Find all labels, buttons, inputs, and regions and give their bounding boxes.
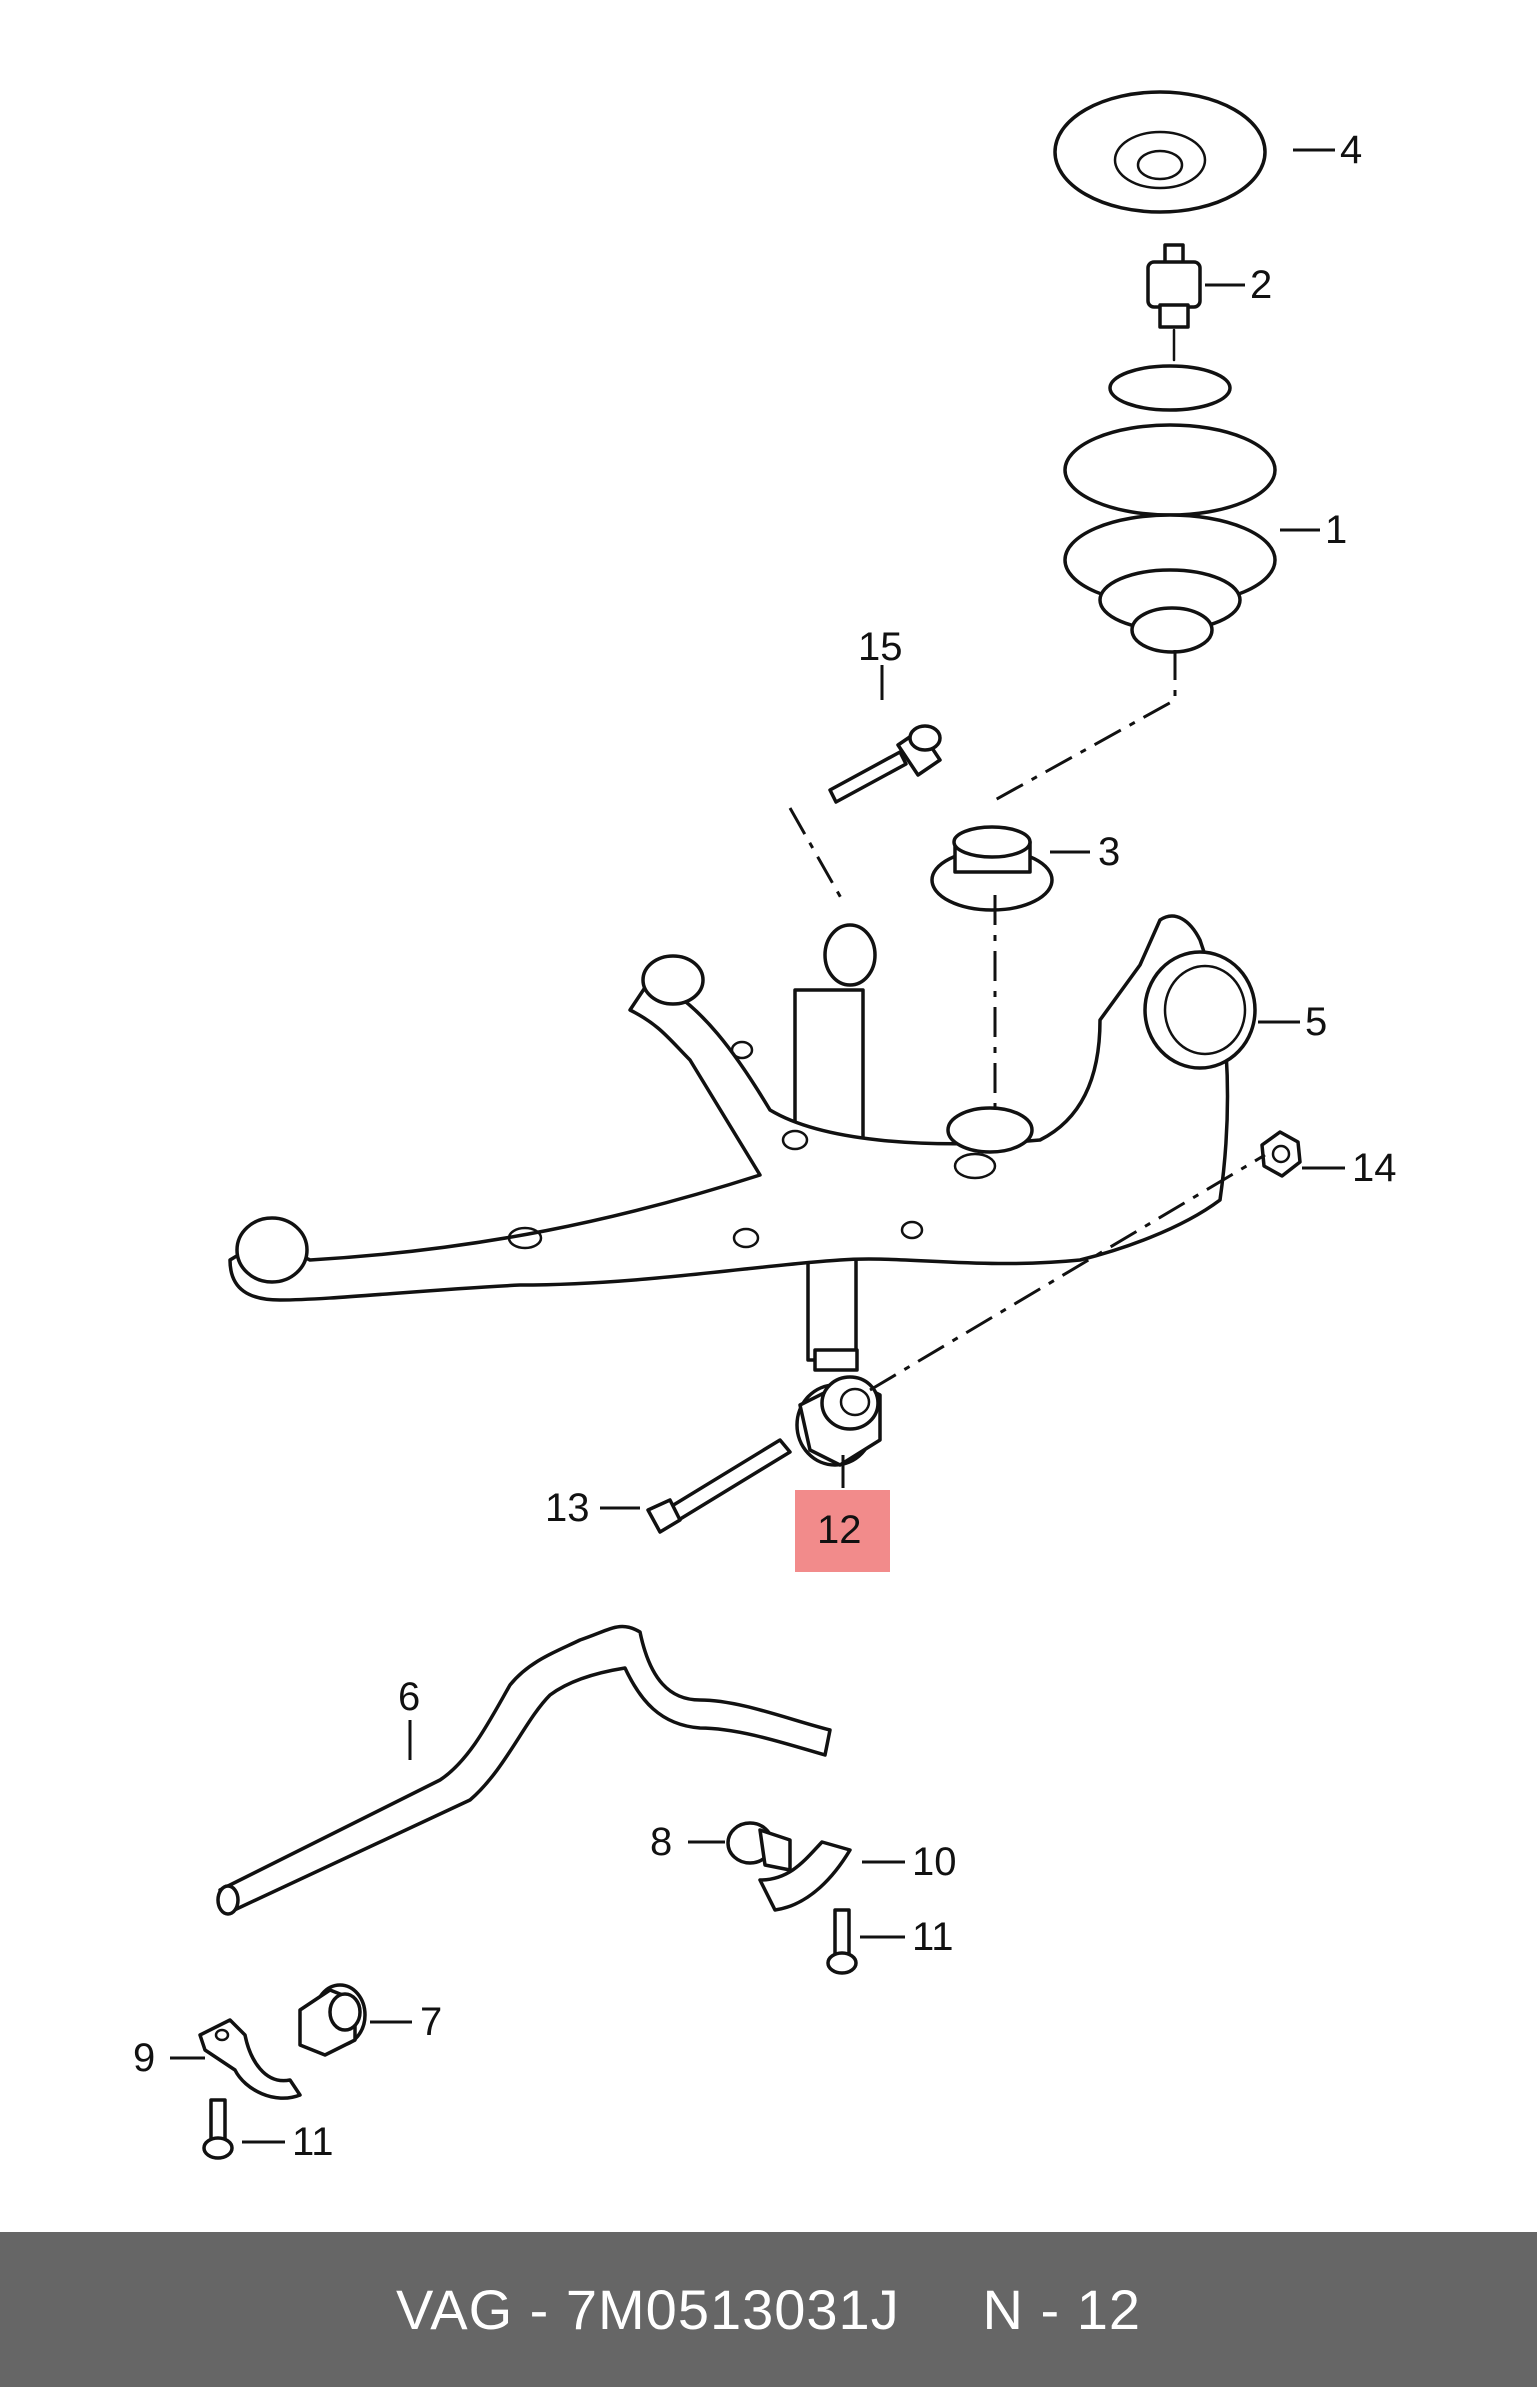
part-5-bushing <box>1143 950 1257 1070</box>
callout-12: 12 <box>817 1508 862 1552</box>
part-8-bushing <box>726 1821 792 1872</box>
callout-6: 6 <box>398 1675 420 1719</box>
footer-part-number: VAG - 7M0513031J N - 12 <box>396 2278 1141 2341</box>
part-9-clamp <box>198 2018 302 2100</box>
part-10-clamp <box>758 1840 852 1912</box>
callout-11-lower: 11 <box>292 2120 334 2164</box>
callout-2: 2 <box>1250 263 1272 307</box>
part-11-screw-lower <box>202 2098 234 2160</box>
part-15-bolt <box>828 724 942 804</box>
callout-3: 3 <box>1098 830 1120 874</box>
callout-11-upper: 11 <box>912 1915 954 1959</box>
part-11-screw-upper <box>826 1908 858 1975</box>
part-12-shock-bushing <box>795 1375 882 1467</box>
part-4-spring-plate <box>1053 90 1267 214</box>
part-13-bolt <box>646 1438 792 1534</box>
callout-14: 14 <box>1352 1146 1397 1190</box>
callout-5: 5 <box>1305 1000 1327 1044</box>
callout-8: 8 <box>650 1820 672 1864</box>
callout-7: 7 <box>420 2000 442 2044</box>
part-6-stabilizer-bar <box>216 1624 832 1916</box>
part-7-bushing <box>298 1983 367 2057</box>
trailing-arm <box>228 914 1230 1302</box>
callout-9: 9 <box>133 2036 155 2080</box>
callout-10: 10 <box>912 1840 957 1884</box>
parts-diagram: 4 2 1 15 3 5 14 13 12 6 8 10 11 7 9 11 <box>133 90 1397 2164</box>
part-1-coil-spring <box>1063 364 1277 654</box>
assembly-lines <box>788 650 1266 1392</box>
part-3-spring-pad <box>930 825 1054 912</box>
part-14-nut <box>1260 1130 1302 1178</box>
callout-15: 15 <box>858 625 903 669</box>
callout-4: 4 <box>1340 128 1362 172</box>
callout-1: 1 <box>1325 508 1347 552</box>
highlight-box-12 <box>795 1490 890 1572</box>
footer-bar: VAG - 7M0513031J N - 12 <box>0 2232 1537 2387</box>
callout-13: 13 <box>545 1486 590 1530</box>
leader-lines <box>170 148 1345 2144</box>
part-2-bump-stop <box>1146 243 1202 362</box>
